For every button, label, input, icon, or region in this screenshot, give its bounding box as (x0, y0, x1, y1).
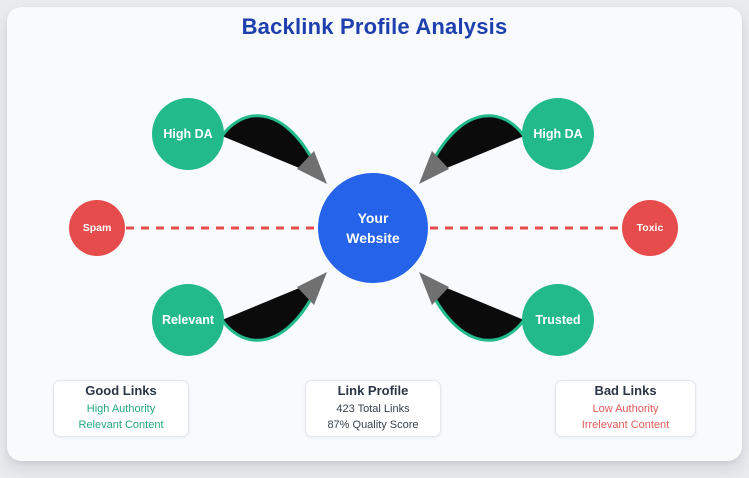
node-label: Trusted (535, 313, 581, 327)
link-profile-title: Link Profile (337, 383, 409, 399)
node-label: High DA (533, 127, 583, 141)
good-links-title: Good Links (85, 383, 157, 399)
node-trusted: Trusted (522, 284, 594, 356)
node-label: High DA (163, 127, 213, 141)
bad-links-title: Bad Links (594, 383, 657, 399)
good-links-line1: High Authority (86, 403, 156, 416)
bad-links-card: Bad Links Low Authority Irrelevant Conte… (555, 380, 696, 437)
node-high-da-right: High DA (522, 98, 594, 170)
node-high-da-left: High DA (152, 98, 224, 170)
page-title: Backlink Profile Analysis (241, 14, 508, 39)
good-links-line2: Relevant Content (78, 419, 164, 431)
node-label-line2: Website (346, 230, 400, 246)
node-label: Toxic (636, 222, 664, 234)
node-your-website: Your Website (318, 173, 428, 283)
node-label: Spam (82, 222, 112, 234)
bad-links-line1: Low Authority (592, 403, 659, 416)
node-label-line1: Your (357, 209, 389, 226)
link-profile-line1: 423 Total Links (336, 403, 410, 416)
link-profile-line2: 87% Quality Score (327, 419, 419, 431)
bad-links-line2: Irrelevant Content (581, 419, 670, 431)
node-label: Relevant (161, 313, 215, 327)
node-relevant: Relevant (152, 284, 224, 356)
node-toxic: Toxic (622, 200, 678, 256)
node-spam: Spam (69, 200, 125, 256)
link-profile-card: Link Profile 423 Total Links 87% Quality… (305, 380, 441, 437)
good-links-card: Good Links High Authority Relevant Conte… (53, 380, 189, 437)
